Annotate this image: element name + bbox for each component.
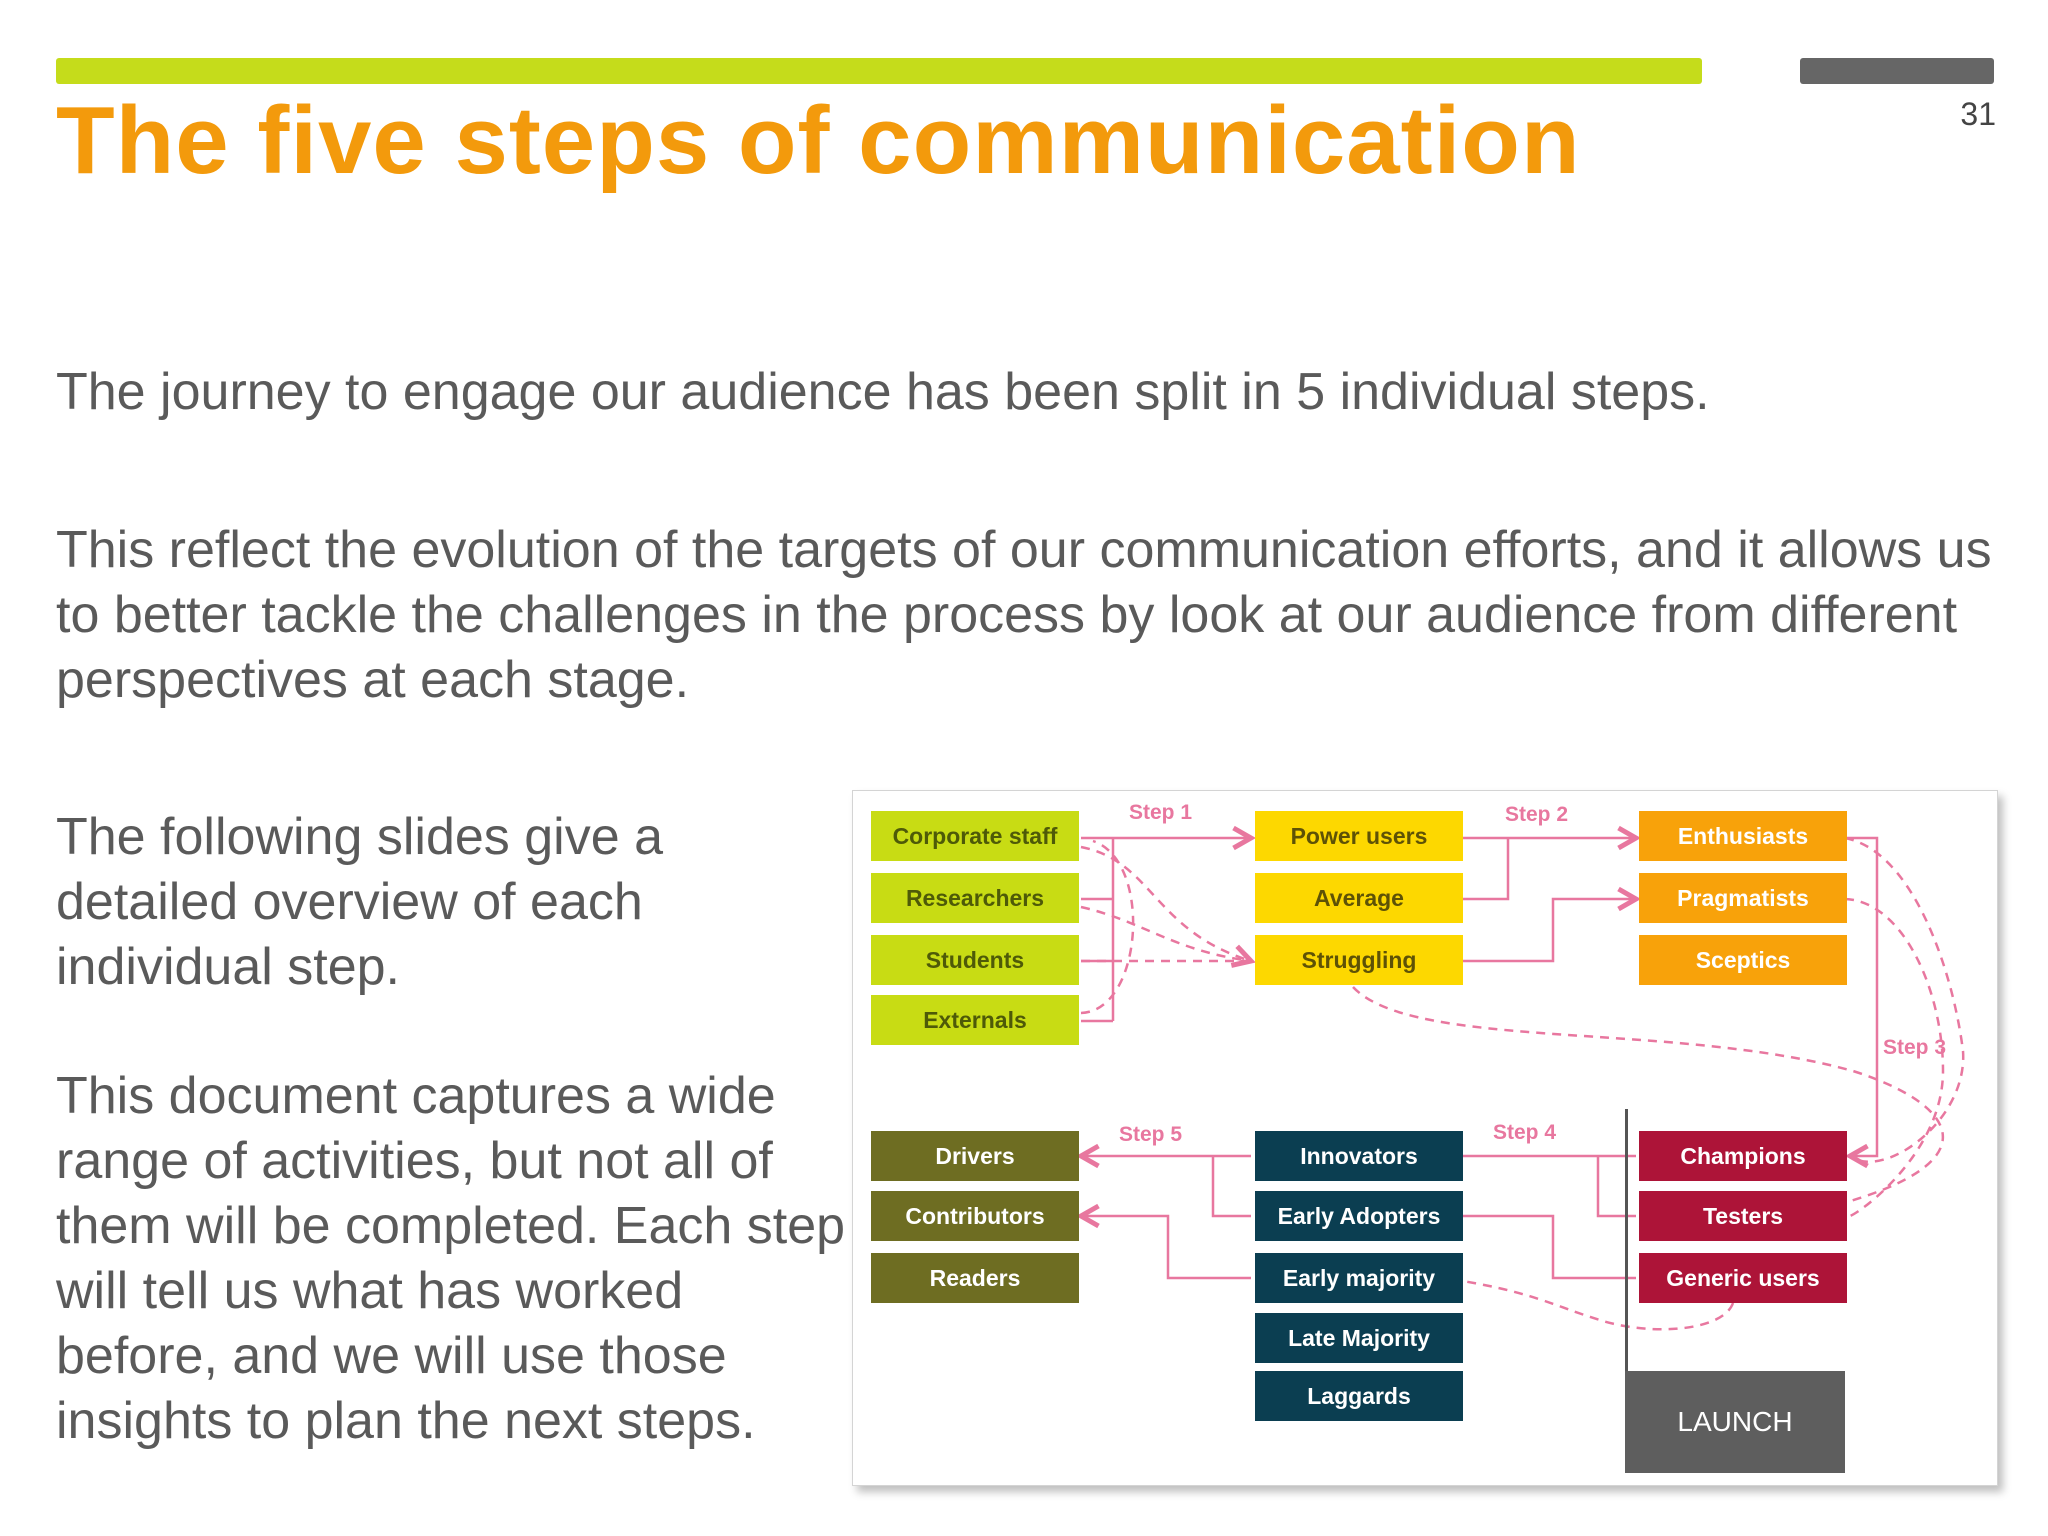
launch-divider [1625, 1109, 1628, 1373]
box-contributors: Contributors [871, 1191, 1079, 1241]
step-1-label: Step 1 [1129, 801, 1193, 824]
box-testers: Testers [1639, 1191, 1847, 1241]
box-innovators: Innovators [1255, 1131, 1463, 1181]
box-drivers: Drivers [871, 1131, 1079, 1181]
overview-paragraph: The following slides give a detailed ove… [56, 808, 663, 996]
box-champions: Champions [1639, 1131, 1847, 1181]
box-externals: Externals [871, 995, 1079, 1045]
page-number: 31 [1960, 96, 1996, 132]
box-late-majority: Late Majority [1255, 1313, 1463, 1363]
slide-title: The five steps of communication [56, 87, 1581, 194]
intro-paragraph: The journey to engage our audience has b… [56, 363, 1710, 421]
box-laggards: Laggards [1255, 1371, 1463, 1421]
box-struggling: Struggling [1255, 935, 1463, 985]
box-early-adopters: Early Adopters [1255, 1191, 1463, 1241]
box-sceptics: Sceptics [1639, 935, 1847, 985]
box-average: Average [1255, 873, 1463, 923]
box-power-users: Power users [1255, 811, 1463, 861]
launch-box: LAUNCH [1625, 1371, 1845, 1473]
box-researchers: Researchers [871, 873, 1079, 923]
communication-steps-diagram: Step 1 Step 2 Step 3 Step 4 Step 5 Corpo… [852, 790, 1998, 1486]
box-readers: Readers [871, 1253, 1079, 1303]
header-page-bar [1800, 58, 1994, 84]
box-corporate-staff: Corporate staff [871, 811, 1079, 861]
box-early-majority: Early majority [1255, 1253, 1463, 1303]
box-enthusiasts: Enthusiasts [1639, 811, 1847, 861]
step-5-label: Step 5 [1119, 1123, 1183, 1146]
evolution-paragraph: This reflect the evolution of the target… [56, 521, 1992, 709]
step-4-label: Step 4 [1493, 1121, 1557, 1144]
step-3-label: Step 3 [1883, 1036, 1947, 1059]
step-2-label: Step 2 [1505, 803, 1569, 826]
connector-lines [853, 791, 1965, 1331]
box-students: Students [871, 935, 1079, 985]
header-accent-bar [56, 58, 1702, 84]
scope-paragraph: This document captures a wide range of a… [56, 1067, 846, 1450]
box-generic-users: Generic users [1639, 1253, 1847, 1303]
box-pragmatists: Pragmatists [1639, 873, 1847, 923]
